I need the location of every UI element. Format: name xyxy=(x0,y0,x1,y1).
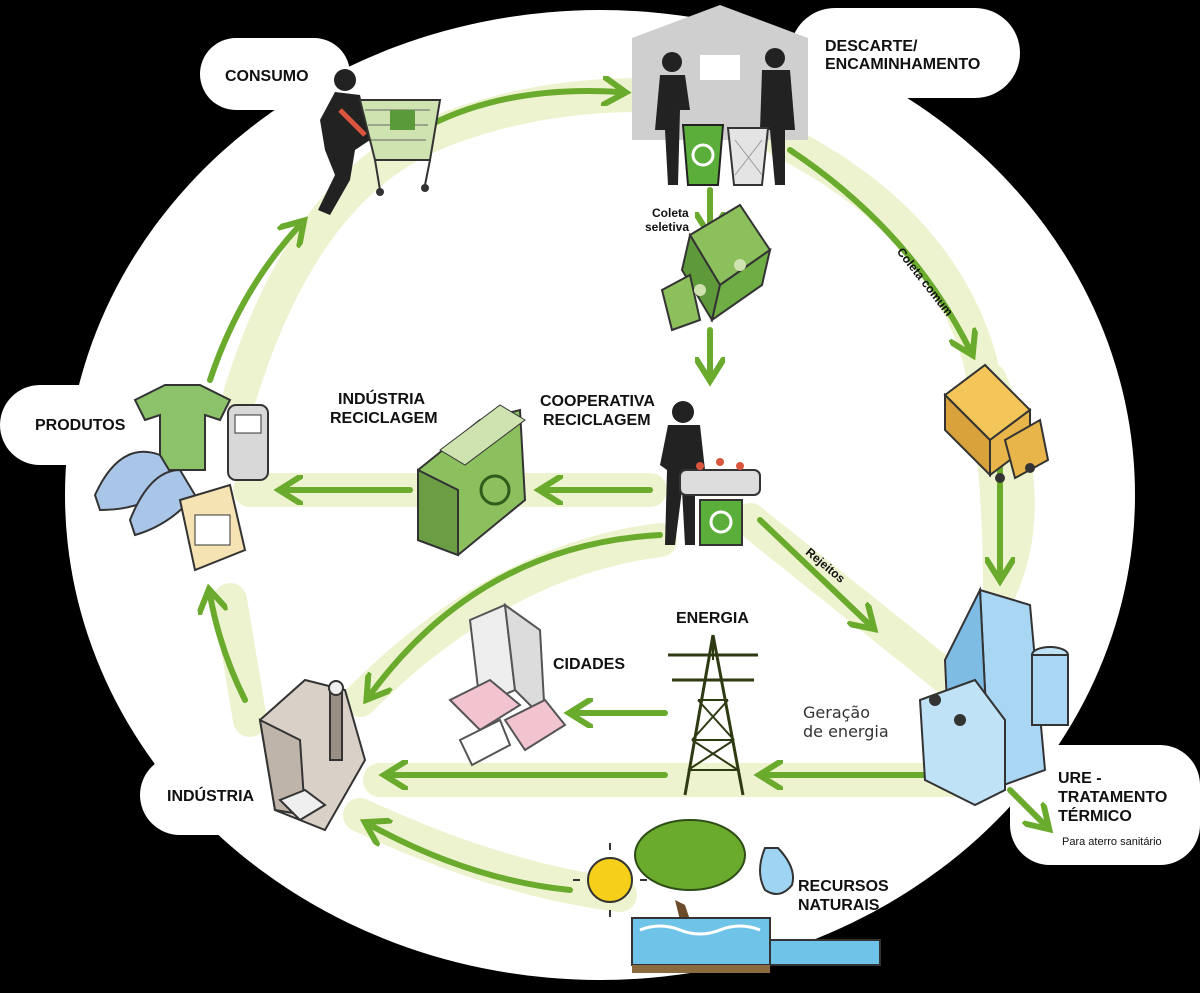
arrow-ure-to-aterro xyxy=(1007,787,1045,825)
label-recursos-line1: RECURSOS xyxy=(798,878,889,895)
label-energia: ENERGIA xyxy=(676,610,749,627)
flow-arrows xyxy=(207,91,1045,893)
natural-resources-icon xyxy=(573,819,881,973)
label-industria-reciclagem-line2: RECICLAGEM xyxy=(330,410,438,427)
label-consumo: CONSUMO xyxy=(225,68,309,85)
arrow-consumo-to-descarte xyxy=(427,91,620,128)
arrow-recursos-to-industria xyxy=(370,825,573,893)
selective-collection-truck-icon xyxy=(660,203,772,332)
shopper-with-cart-icon xyxy=(318,69,442,215)
recycling-factory-icon xyxy=(417,404,527,557)
bubble-industria xyxy=(140,755,300,835)
power-tower-icon xyxy=(668,634,758,796)
recycling-bins-icon xyxy=(632,5,808,186)
label-cidades: CIDADES xyxy=(553,656,626,673)
label-para-aterro: Para aterro sanitário xyxy=(1062,836,1162,848)
label-cooperativa-line1: COOPERATIVA xyxy=(540,393,655,410)
label-ure-line1: URE - xyxy=(1058,770,1102,787)
products-icon xyxy=(93,384,269,572)
factory-icon xyxy=(258,678,367,832)
arrow-produtos-to-consumo xyxy=(207,225,300,383)
label-industria-reciclagem-line1: INDÚSTRIA xyxy=(338,391,426,408)
bubble-ure xyxy=(1010,745,1200,865)
label-recursos-line2: NATURAIS xyxy=(798,897,880,914)
city-buildings-icon xyxy=(448,602,567,767)
arrow-descarte-to-coleta-comum xyxy=(787,147,970,350)
label-ure-line2: TRATAMENTO xyxy=(1058,789,1168,806)
label-coleta-seletiva-line1: Coleta xyxy=(652,206,689,220)
label-geracao-line2: de energia xyxy=(803,722,889,741)
label-industria: INDÚSTRIA xyxy=(167,788,255,805)
bubble-produtos xyxy=(0,385,170,465)
bubble-consumo xyxy=(200,38,350,110)
label-cooperativa-line2: RECICLAGEM xyxy=(543,412,651,429)
common-collection-truck-icon xyxy=(943,363,1050,483)
cooperative-worker-icon xyxy=(660,401,761,546)
label-descarte-line1: DESCARTE/ xyxy=(825,38,918,55)
arrow-cooperativa-to-industria xyxy=(370,532,663,695)
arrow-rejeitos xyxy=(757,517,870,625)
incineration-plant-icon xyxy=(918,586,1069,807)
label-produtos: PRODUTOS xyxy=(35,417,126,434)
label-descarte-line2: ENCAMINHAMENTO xyxy=(825,56,981,73)
label-geracao-line1: Geração xyxy=(803,703,871,722)
label-ure-line3: TÉRMICO xyxy=(1058,808,1132,825)
label-coleta-seletiva-line2: seletiva xyxy=(645,220,690,234)
arrow-industria-to-produtos xyxy=(210,595,248,703)
bubble-descarte xyxy=(790,8,1020,98)
